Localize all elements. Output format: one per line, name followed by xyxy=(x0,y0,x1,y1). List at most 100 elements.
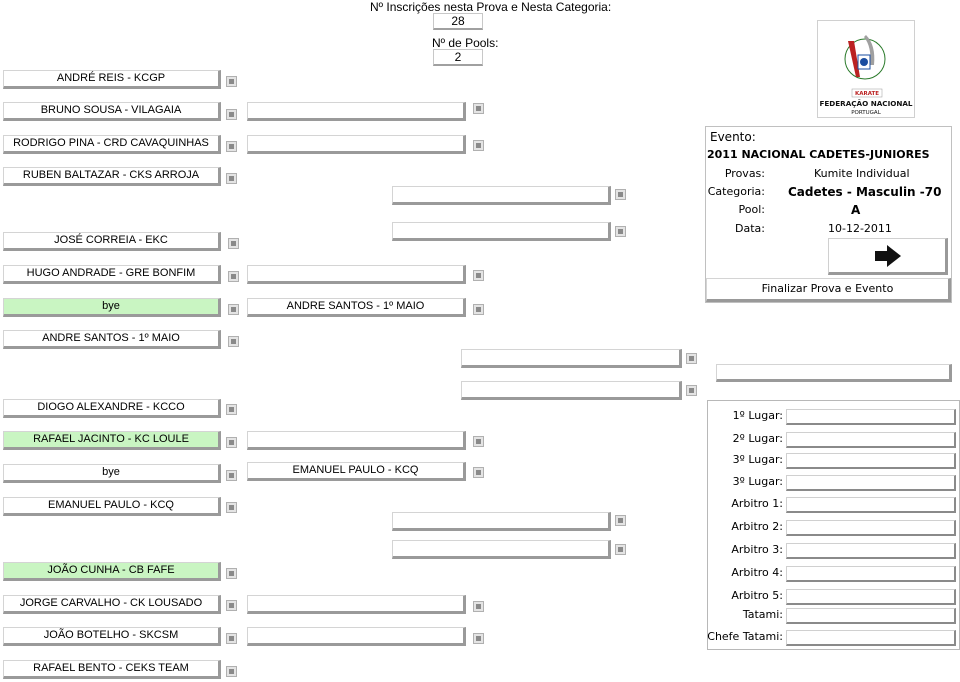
categoria-label: Categoria: xyxy=(707,185,765,198)
arrow-right-icon xyxy=(875,245,901,267)
champion-slot[interactable] xyxy=(716,364,952,382)
result-label: Chefe Tatami: xyxy=(707,630,783,643)
data-value: 10-12-2011 xyxy=(828,222,892,235)
winner-checkbox[interactable] xyxy=(686,385,697,396)
result-label: 3º Lugar: xyxy=(732,453,783,466)
inscricoes-label: Nº Inscrições nesta Prova e Nesta Catego… xyxy=(370,0,612,14)
winner-checkbox[interactable] xyxy=(226,633,237,644)
round3-slot[interactable] xyxy=(392,186,611,205)
round2-slot[interactable] xyxy=(247,102,466,121)
result-label: 2º Lugar: xyxy=(732,432,783,445)
winner-checkbox[interactable] xyxy=(226,109,237,120)
winner-checkbox[interactable] xyxy=(226,141,237,152)
evento-label: Evento: xyxy=(710,130,756,144)
pools-label: Nº de Pools: xyxy=(432,36,499,50)
winner-checkbox[interactable] xyxy=(228,238,239,249)
winner-checkbox[interactable] xyxy=(226,404,237,415)
winner-checkbox[interactable] xyxy=(473,103,484,114)
winner-checkbox[interactable] xyxy=(615,226,626,237)
round2-slot[interactable]: EMANUEL PAULO - KCQ xyxy=(247,462,466,481)
results-panel: 1º Lugar: 2º Lugar: 3º Lugar: 3º Lugar: … xyxy=(707,400,960,650)
winner-checkbox[interactable] xyxy=(473,304,484,315)
competitor-slot-bye[interactable]: bye xyxy=(3,464,221,483)
round2-slot[interactable]: ANDRE SANTOS - 1º MAIO xyxy=(247,298,466,317)
second-place-field[interactable] xyxy=(786,432,956,448)
winner-checkbox[interactable] xyxy=(226,173,237,184)
winner-checkbox[interactable] xyxy=(473,601,484,612)
winner-checkbox[interactable] xyxy=(228,304,239,315)
competitor-slot-bye[interactable]: bye xyxy=(3,298,221,317)
competitor-slot[interactable]: EMANUEL PAULO - KCQ xyxy=(3,497,221,516)
round2-slot[interactable] xyxy=(247,135,466,154)
winner-checkbox[interactable] xyxy=(226,502,237,513)
finalize-button[interactable]: Finalizar Prova e Evento xyxy=(706,278,951,302)
winner-checkbox[interactable] xyxy=(226,76,237,87)
competitor-slot[interactable]: JOÃO CUNHA - CB FAFE xyxy=(3,562,221,581)
round2-slot[interactable] xyxy=(247,431,466,450)
winner-checkbox[interactable] xyxy=(615,189,626,200)
winner-checkbox[interactable] xyxy=(226,568,237,579)
chefe-tatami-field[interactable] xyxy=(786,630,956,646)
competitor-slot[interactable]: ANDRE SANTOS - 1º MAIO xyxy=(3,330,221,349)
referee-3-field[interactable] xyxy=(786,543,956,559)
round2-slot[interactable] xyxy=(247,627,466,646)
final-slot[interactable] xyxy=(461,349,682,368)
logo-line1: FEDERAÇÃO NACIONAL xyxy=(819,99,912,108)
result-label: Arbitro 4: xyxy=(731,566,783,579)
winner-checkbox[interactable] xyxy=(228,271,239,282)
final-slot[interactable] xyxy=(461,381,682,400)
winner-checkbox[interactable] xyxy=(473,436,484,447)
winner-checkbox[interactable] xyxy=(615,515,626,526)
competitor-slot[interactable]: RUBEN BALTAZAR - CKS ARROJA xyxy=(3,167,221,186)
competitor-slot[interactable]: RAFAEL JACINTO - KC LOULE xyxy=(3,431,221,450)
round2-slot[interactable] xyxy=(247,595,466,614)
round3-slot[interactable] xyxy=(392,512,611,531)
winner-checkbox[interactable] xyxy=(226,666,237,677)
winner-checkbox[interactable] xyxy=(228,336,239,347)
third-place-field-2[interactable] xyxy=(786,475,956,491)
round2-slot[interactable] xyxy=(247,265,466,284)
competitor-slot[interactable]: JOSÉ CORREIA - EKC xyxy=(3,232,221,251)
pool-value: A xyxy=(851,203,861,217)
winner-checkbox[interactable] xyxy=(473,140,484,151)
federation-logo: KARATE FEDERAÇÃO NACIONAL PORTUGAL xyxy=(817,20,915,118)
winner-checkbox[interactable] xyxy=(226,437,237,448)
referee-1-field[interactable] xyxy=(786,497,956,513)
competitor-slot[interactable]: JOÃO BOTELHO - SKCSM xyxy=(3,627,221,646)
result-label: Tatami: xyxy=(742,608,783,621)
winner-checkbox[interactable] xyxy=(226,600,237,611)
competitor-slot[interactable]: BRUNO SOUSA - VILAGAIA xyxy=(3,102,221,121)
referee-4-field[interactable] xyxy=(786,566,956,582)
competitor-slot[interactable]: JORGE CARVALHO - CK LOUSADO xyxy=(3,595,221,614)
first-place-field[interactable] xyxy=(786,409,956,425)
pools-field[interactable]: 2 xyxy=(433,49,483,66)
provas-value: Kumite Individual xyxy=(814,167,910,180)
referee-5-field[interactable] xyxy=(786,589,956,605)
round3-slot[interactable] xyxy=(392,540,611,559)
winner-checkbox[interactable] xyxy=(473,467,484,478)
categoria-value: Cadetes - Masculin -70 xyxy=(788,185,942,199)
tatami-field[interactable] xyxy=(786,608,956,624)
competitor-slot[interactable]: RAFAEL BENTO - CEKS TEAM xyxy=(3,660,221,679)
referee-2-field[interactable] xyxy=(786,520,956,536)
result-label: Arbitro 1: xyxy=(731,497,783,510)
winner-checkbox[interactable] xyxy=(686,353,697,364)
evento-value: 2011 NACIONAL CADETES-JUNIORES xyxy=(707,148,930,161)
event-info-panel: Evento: 2011 NACIONAL CADETES-JUNIORES P… xyxy=(705,126,952,303)
winner-checkbox[interactable] xyxy=(473,270,484,281)
third-place-field[interactable] xyxy=(786,453,956,469)
winner-checkbox[interactable] xyxy=(226,470,237,481)
competitor-slot[interactable]: HUGO ANDRADE - GRE BONFIM xyxy=(3,265,221,284)
result-label: Arbitro 5: xyxy=(731,589,783,602)
next-button[interactable] xyxy=(828,238,948,275)
result-label: Arbitro 3: xyxy=(731,543,783,556)
winner-checkbox[interactable] xyxy=(615,544,626,555)
competitor-slot[interactable]: RODRIGO PINA - CRD CAVAQUINHAS xyxy=(3,135,221,154)
winner-checkbox[interactable] xyxy=(473,633,484,644)
logo-badge-text: KARATE xyxy=(855,91,879,97)
round3-slot[interactable] xyxy=(392,222,611,241)
competitor-slot[interactable]: DIOGO ALEXANDRE - KCCO xyxy=(3,399,221,418)
inscricoes-field[interactable]: 28 xyxy=(433,13,483,30)
result-label: 1º Lugar: xyxy=(732,409,783,422)
competitor-slot[interactable]: ANDRÉ REIS - KCGP xyxy=(3,70,221,89)
